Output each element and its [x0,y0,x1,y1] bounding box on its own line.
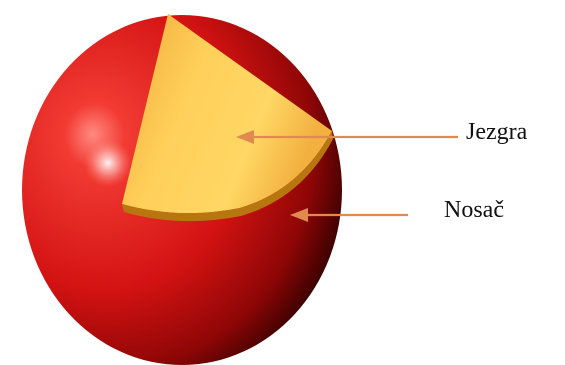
core-label: Jezgra [466,120,527,144]
specular-highlight [84,139,132,187]
carrier-label: Nosač [444,198,504,222]
carrier-arrow [290,208,408,222]
